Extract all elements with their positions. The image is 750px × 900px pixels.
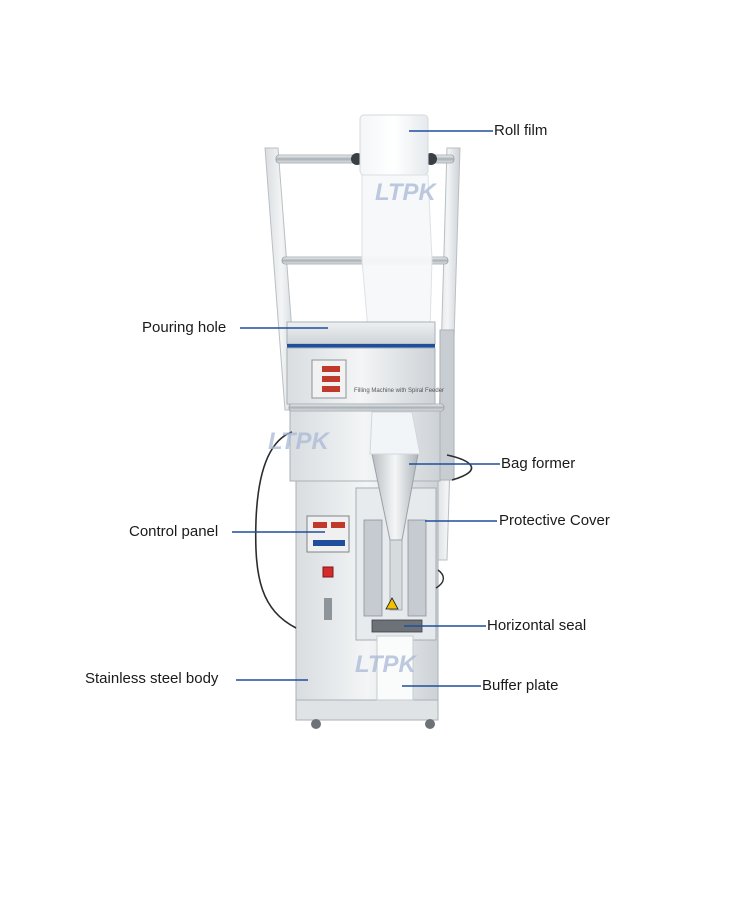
cabinet-base — [295, 699, 439, 721]
upper-display-digits-1 — [322, 366, 340, 372]
watermark-middle: LTPK — [268, 428, 331, 455]
roll-film-roll — [359, 114, 429, 176]
leader-lines — [232, 130, 500, 687]
watermark-bottom: LTPK — [355, 651, 418, 678]
handle — [324, 598, 332, 620]
control-panel — [306, 515, 350, 620]
cable-right — [446, 454, 473, 481]
control-buttons — [313, 540, 345, 546]
caster-right — [425, 719, 435, 729]
hopper-box: Filling Machine with Spiral Feeder — [286, 321, 444, 405]
label-horizontal-seal: Horizontal seal — [487, 617, 587, 634]
watermark-top: LTPK — [375, 179, 438, 206]
hopper-top — [286, 321, 436, 345]
upper-display-digits-3 — [322, 386, 340, 392]
label-protective-cover: Protective Cover — [499, 512, 610, 529]
inner-mechanism-right — [407, 519, 427, 617]
control-panel-face — [306, 515, 350, 553]
panel-nameplate: Filling Machine with Spiral Feeder — [354, 388, 444, 394]
control-display-1 — [313, 522, 327, 528]
label-control-panel: Control panel — [129, 523, 219, 540]
label-stainless-steel-body: Stainless steel body — [85, 670, 219, 687]
hopper-blue-trim — [287, 344, 435, 348]
label-pouring-hole: Pouring hole — [142, 319, 227, 336]
power-switch — [322, 566, 334, 578]
filling-tube — [389, 539, 403, 611]
caster-left — [311, 719, 321, 729]
hopper-body — [286, 347, 436, 405]
forming-section — [355, 411, 437, 701]
upper-display-digits-2 — [322, 376, 340, 382]
cable-right-lower — [435, 569, 445, 589]
control-display-2 — [331, 522, 345, 528]
cable-left — [254, 431, 297, 629]
label-roll-film: Roll film — [494, 122, 548, 139]
inner-mechanism-left — [363, 519, 383, 617]
warning-sign — [385, 597, 399, 610]
bag-former-film — [369, 411, 421, 455]
buffer-plate — [376, 635, 414, 701]
label-bag-former: Bag former — [501, 455, 576, 472]
label-buffer-plate: Buffer plate — [482, 677, 559, 694]
